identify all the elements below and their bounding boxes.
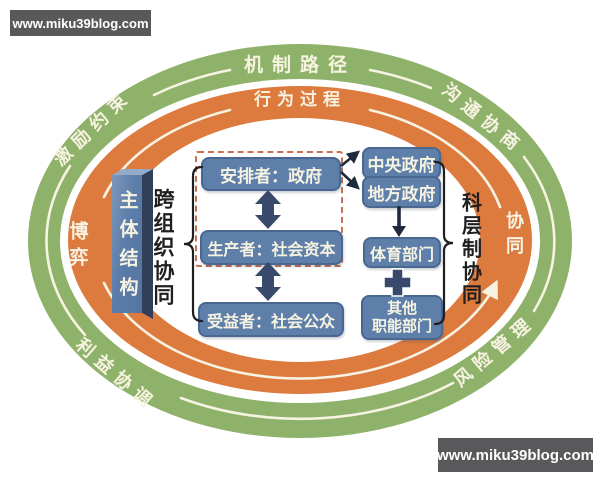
- sports-department-box: 体育部门: [363, 237, 441, 268]
- other-departments-line2: 职能部门: [371, 318, 432, 335]
- central-government-box: 中央政府: [362, 147, 441, 179]
- subject-structure-bar-top-face: [112, 169, 153, 176]
- beneficiary-box: 受益者：社会公众: [198, 302, 344, 337]
- ring-label-mechanism-path: 机制路径: [243, 54, 356, 76]
- hierarchy-synergy-label: 科层制协同: [458, 191, 481, 307]
- cross-org-synergy-label: 跨组织协同: [151, 188, 175, 308]
- arranger-box: 安排者：政府: [201, 157, 341, 191]
- green-ring-arcs: [45, 68, 556, 421]
- ring-label-game: 博弈: [66, 221, 88, 273]
- producer-box: 生产者：社会资本: [200, 230, 343, 265]
- watermark-banner-bottom: www.miku39blog.com: [437, 438, 594, 472]
- subject-structure-bar: 主体结构: [112, 175, 142, 313]
- subject-structure-label: 主体结构: [116, 190, 138, 306]
- other-departments-line1: 其他: [386, 300, 417, 317]
- ring-label-synergy: 协同: [504, 211, 524, 261]
- subject-structure-bar-side-face: [141, 169, 153, 319]
- ring-label-behavior-process: 行为过程: [254, 89, 346, 109]
- watermark-banner-top: www.miku39blog.com: [10, 10, 151, 36]
- local-government-box: 地方政府: [362, 176, 441, 208]
- other-departments-box: 其他 职能部门: [361, 295, 443, 340]
- flow-arrow: [102, 279, 498, 380]
